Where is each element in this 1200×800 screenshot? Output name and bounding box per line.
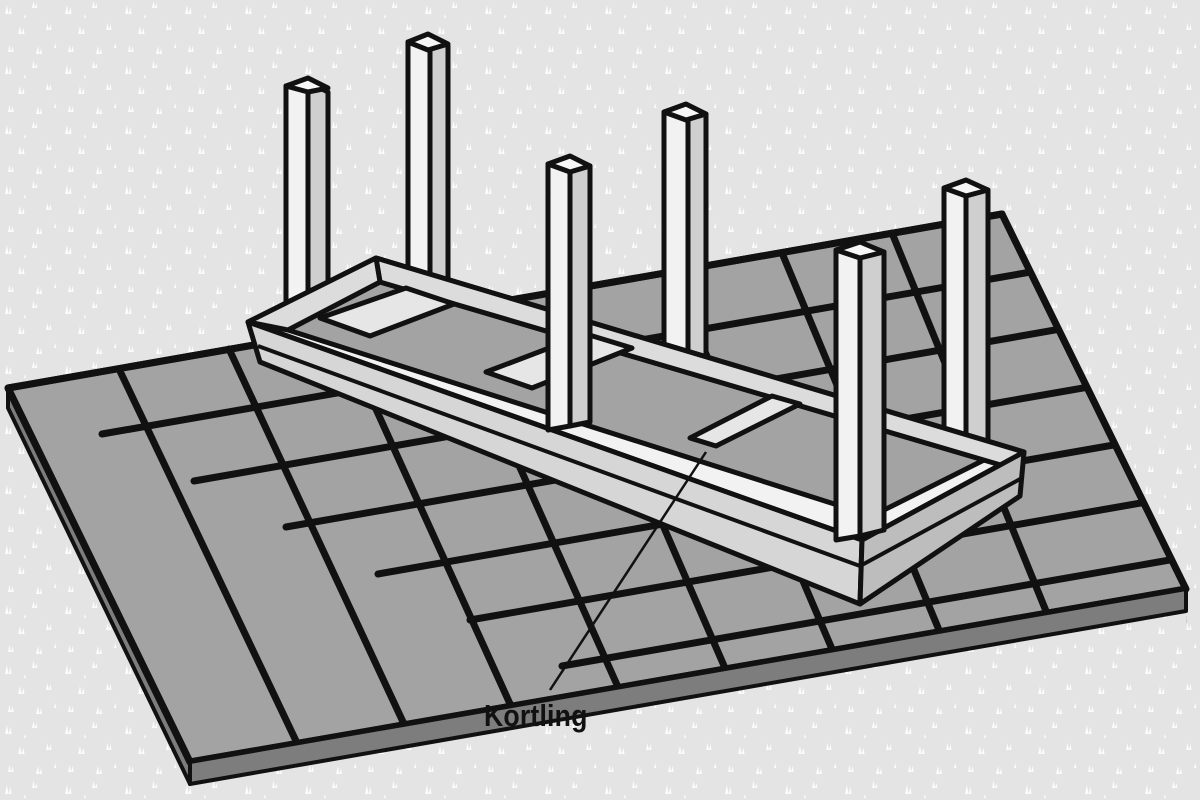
callout-label-kortling: Kortling [484, 698, 588, 733]
callout-leader-line [548, 451, 708, 691]
timber-post [405, 31, 451, 299]
grass-mask-right-texture [1002, 180, 1200, 800]
front-posts [545, 153, 887, 543]
frame-joist [317, 285, 457, 339]
frame-joist [687, 393, 803, 449]
frame-base [245, 255, 1027, 607]
timber-post [833, 239, 887, 543]
timber-post [545, 153, 593, 433]
frame-right-face [857, 449, 1027, 607]
grass-mask-bottom-texture [190, 611, 1200, 800]
timber-post [283, 75, 331, 337]
